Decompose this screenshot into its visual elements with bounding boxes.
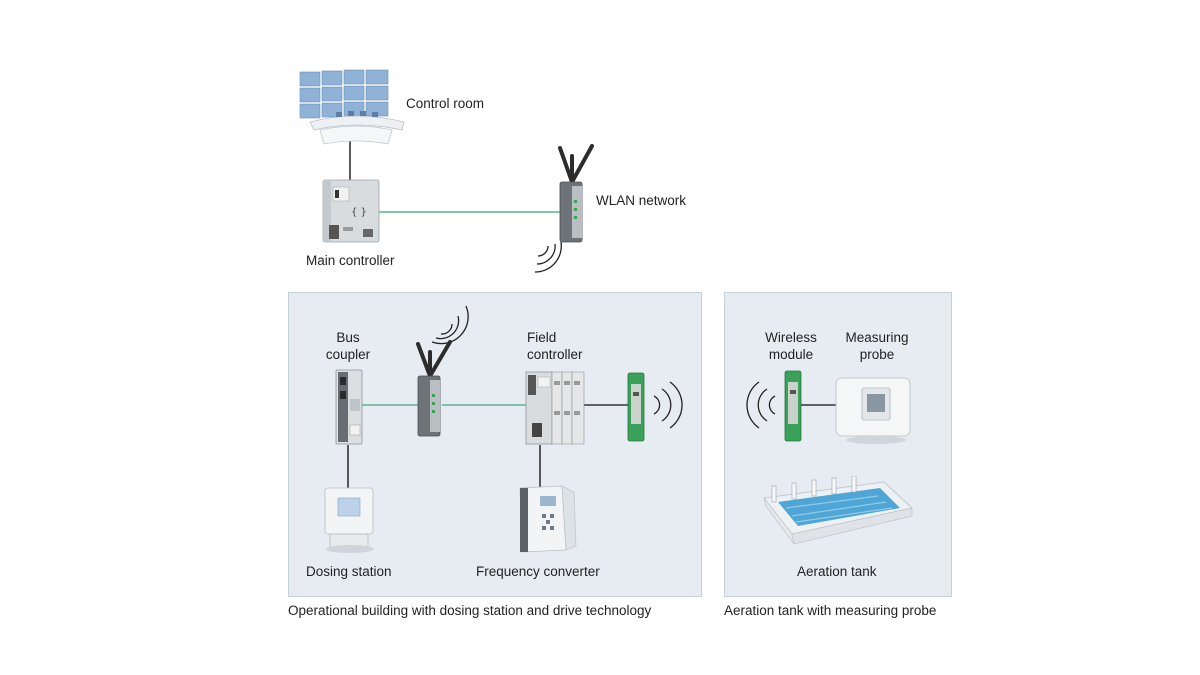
main-controller-label: Main controller: [306, 253, 395, 268]
field-controller-label-line2: controller: [527, 347, 583, 362]
control-room-label: Control room: [406, 96, 485, 111]
wireless-module-icon: [784, 370, 802, 442]
wlan-access-point-icon: [416, 340, 452, 437]
dosing-station-icon: [324, 487, 374, 553]
aeration-tank-label: Aeration tank: [797, 564, 877, 579]
radio-wave-icon: [534, 241, 562, 273]
main-controller-icon: { }: [322, 179, 380, 243]
wireless-module-label-line2: module: [768, 347, 814, 362]
aeration-tank-caption: Aeration tank with measuring probe: [724, 603, 937, 618]
wlan-access-point-icon: [558, 144, 594, 243]
operational-building-caption: Operational building with dosing station…: [288, 603, 652, 618]
measuring-probe-icon: [835, 377, 911, 444]
aeration-tank-panel: [724, 292, 952, 597]
frequency-converter-icon: [519, 485, 577, 553]
wireless-module-label-line1: Wireless: [765, 330, 817, 345]
svg-text:{ }: { }: [351, 207, 367, 218]
field-controller-icon: [525, 371, 585, 445]
wireless-module-icon: [627, 372, 645, 442]
wlan-network-label: WLAN network: [596, 193, 687, 208]
bus-coupler-label-line2: coupler: [325, 347, 371, 362]
control-room-icon: [299, 69, 405, 145]
dosing-station-label: Dosing station: [306, 564, 392, 579]
measuring-probe-label-line2: probe: [859, 347, 895, 362]
field-controller-label-line1: Field: [527, 330, 557, 345]
aeration-tank-icon: [763, 476, 913, 545]
frequency-converter-label: Frequency converter: [476, 564, 600, 579]
bus-coupler-label-line1: Bus: [336, 330, 360, 345]
measuring-probe-label-line1: Measuring: [845, 330, 909, 345]
radio-wave-icon: [653, 381, 683, 429]
radio-wave-icon: [746, 381, 776, 429]
radio-wave-icon: [431, 305, 469, 345]
bus-coupler-icon: [335, 369, 363, 445]
